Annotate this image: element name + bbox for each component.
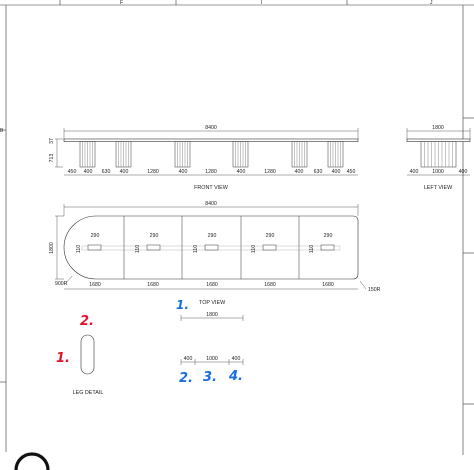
front-dim-7: 1280 (205, 169, 217, 175)
front-leg-3 (174, 141, 191, 168)
front-dim-11: 630 (314, 169, 323, 175)
front-dim-5: 1280 (147, 169, 159, 175)
top-slot-2 (146, 244, 161, 251)
leg-dim-3: 400 (232, 356, 241, 362)
left-view-title: LEFT VIEW (424, 185, 453, 191)
leg-dim-2: 1000 (206, 356, 218, 362)
leg-dim-1: 400 (184, 356, 193, 362)
slot-width-3: 290 (208, 233, 217, 239)
top-slot-4 (262, 244, 277, 251)
left-dim-2: 1000 (432, 169, 444, 175)
front-leg-1 (79, 141, 96, 168)
front-view: 8400 713 37 450 400 630 400 1280 400 128… (49, 125, 359, 191)
front-view-title: FRONT VIEW (194, 185, 229, 191)
front-overall-dim: 8400 (205, 125, 217, 131)
top-slot-3 (204, 244, 219, 251)
front-dim-2: 400 (84, 169, 93, 175)
top-dim-5: 1680 (322, 282, 334, 288)
front-dim-3: 630 (102, 169, 111, 175)
front-dim-10: 400 (295, 169, 304, 175)
front-dim-9: 1280 (264, 169, 276, 175)
frame-mark-j: J (430, 0, 433, 6)
left-legs (420, 141, 457, 168)
frame-mark-f: F (120, 0, 123, 6)
front-leg-4 (232, 141, 249, 168)
left-table-top (406, 138, 471, 142)
leg-detail-title: LEG DETAIL (73, 390, 104, 396)
front-dim-1: 450 (68, 169, 77, 175)
front-leg-6 (327, 141, 344, 168)
annotation-blue-3: 3. (203, 370, 217, 385)
top-panel-seams (123, 216, 300, 279)
top-slots (87, 244, 335, 251)
front-leg-5 (291, 141, 308, 168)
front-dim-8: 400 (237, 169, 246, 175)
top-slot-5 (320, 244, 335, 251)
left-dim-1: 400 (410, 169, 419, 175)
annotation-blue-4: 4. (228, 369, 243, 384)
slot-width-4: 290 (266, 233, 275, 239)
annotation-red-1: 1. (56, 351, 70, 366)
top-view-title: TOP VIEW (199, 300, 226, 306)
leg-overall-dim: 1800 (206, 312, 218, 318)
front-leg-2 (115, 141, 132, 168)
leg-detail: 1800 400 1000 400 LEG DETAIL (73, 312, 244, 396)
front-table-top (63, 138, 359, 142)
left-dim-3: 400 (459, 169, 468, 175)
slot-width-2: 290 (150, 233, 159, 239)
top-dim-3: 1680 (206, 282, 218, 288)
front-dim-6: 400 (179, 169, 188, 175)
leg-capsule-outline (80, 334, 95, 375)
front-top-thickness-dim: 37 (49, 138, 55, 144)
top-overall-dim: 8400 (205, 201, 217, 207)
left-view: 1800 400 1000 400 LEFT VIEW (406, 125, 471, 191)
left-overall-dim: 1800 (432, 125, 444, 131)
slot-depth-3: 110 (193, 245, 199, 253)
front-bottom-dims: 450 400 630 400 1280 400 1280 400 1280 4… (68, 169, 356, 175)
front-dim-13: 450 (347, 169, 356, 175)
front-height-dim: 713 (49, 154, 55, 163)
annotation-red-2: 2. (80, 314, 94, 329)
frame-mark-b: B (0, 128, 4, 134)
front-dim-4: 400 (120, 169, 129, 175)
slot-width-1: 290 (91, 233, 100, 239)
top-view: 8400 1800 290 290 290 290 290 110 110 11… (49, 201, 381, 306)
sheet-frame (0, 0, 474, 455)
top-dim-1: 1680 (89, 282, 101, 288)
slot-depth-1: 110 (76, 245, 82, 253)
top-dim-2: 1680 (147, 282, 159, 288)
corner-logo-mark (14, 452, 50, 470)
top-dim-4: 1680 (264, 282, 276, 288)
top-radius-left: 900R (55, 281, 68, 287)
slot-depth-5: 110 (309, 245, 315, 253)
annotation-blue-2: 2. (179, 371, 193, 386)
annotation-blue-1: 1. (176, 298, 189, 312)
slot-depth-2: 110 (135, 245, 141, 253)
frame-mark-i: I (261, 0, 262, 6)
top-depth-dim: 1800 (49, 242, 55, 254)
slot-width-5: 290 (324, 233, 333, 239)
front-legs (79, 141, 344, 168)
slot-depth-4: 110 (251, 245, 257, 253)
left-leg-group (420, 141, 457, 168)
top-radius-right: 150R (368, 287, 381, 293)
front-dim-12: 400 (332, 169, 341, 175)
top-slot-1 (87, 244, 102, 251)
